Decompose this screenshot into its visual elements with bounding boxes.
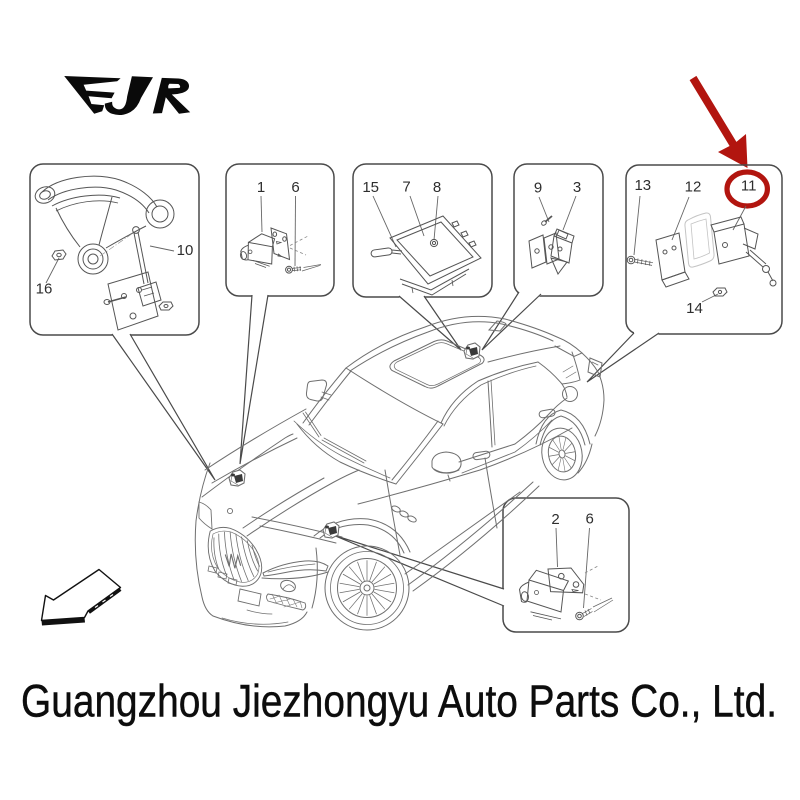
svg-text:3: 3 xyxy=(573,179,581,196)
svg-text:2: 2 xyxy=(551,511,559,528)
svg-text:9: 9 xyxy=(534,180,542,197)
svg-text:8: 8 xyxy=(433,179,441,196)
svg-text:13: 13 xyxy=(634,177,651,194)
svg-text:16: 16 xyxy=(36,281,53,298)
svg-text:7: 7 xyxy=(402,179,410,196)
svg-text:10: 10 xyxy=(177,242,194,259)
svg-text:6: 6 xyxy=(586,511,594,528)
svg-text:15: 15 xyxy=(362,179,379,196)
svg-text:11: 11 xyxy=(741,178,757,195)
svg-text:14: 14 xyxy=(686,300,703,317)
svg-text:12: 12 xyxy=(685,179,702,196)
svg-text:Guangzhou Jiezhongyu Auto Part: Guangzhou Jiezhongyu Auto Parts Co., Ltd… xyxy=(21,676,777,727)
svg-text:1: 1 xyxy=(257,179,265,196)
svg-text:6: 6 xyxy=(291,179,299,196)
